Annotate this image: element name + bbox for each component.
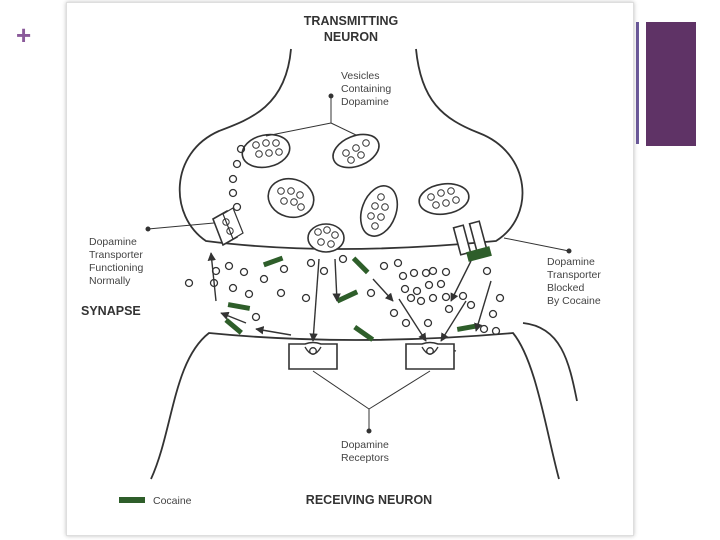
vesicle [241,133,291,169]
label-vesicles: Dopamine [341,96,389,108]
synapse-diagram: TRANSMITTING NEURON Vesicles Containing … [81,14,601,507]
label-transporter-normal: Transporter [89,249,143,261]
receiving-neuron-outline [150,332,560,480]
cocaine-molecule [224,255,480,342]
title-receiving-neuron: RECEIVING NEURON [306,493,432,507]
slide-plus-mark: + [16,20,32,50]
leader-line [145,93,572,434]
title-transmitting: TRANSMITTING [304,14,398,28]
receiving-neuron-right-membrane [522,322,578,402]
label-vesicles: Vesicles [341,70,380,82]
label-synapse: SYNAPSE [81,304,141,318]
vesicle [267,177,315,219]
label-transporter-blocked: Blocked [547,282,585,294]
title-neuron: NEURON [324,30,378,44]
legend-cocaine-label: Cocaine [153,495,192,507]
label-receptors: Dopamine [341,439,389,451]
label-transporter-normal: Dopamine [89,236,137,248]
right-dopamine-transporter [452,220,492,262]
accent-block [646,22,696,146]
label-transporter-blocked: Transporter [547,269,601,281]
label-transporter-normal: Normally [89,275,131,287]
vesicle [359,185,399,237]
label-transporter-blocked: Dopamine [547,256,595,268]
accent-line [636,22,639,144]
dopamine-receptor [288,341,338,370]
label-receptors: Receptors [341,452,389,464]
legend-cocaine-swatch [119,497,145,503]
dopamine-receptor [405,341,455,370]
left-dopamine-transporter [212,207,244,247]
vesicle-releasing [307,223,345,253]
dopamine-molecule [228,144,246,212]
vesicle [332,133,380,169]
synapse-figure: TRANSMITTING NEURON Vesicles Containing … [66,2,634,536]
vesicle [418,182,470,216]
label-transporter-normal: Functioning [89,262,143,274]
label-transporter-blocked: By Cocaine [547,295,601,307]
label-vesicles: Containing [341,83,391,95]
